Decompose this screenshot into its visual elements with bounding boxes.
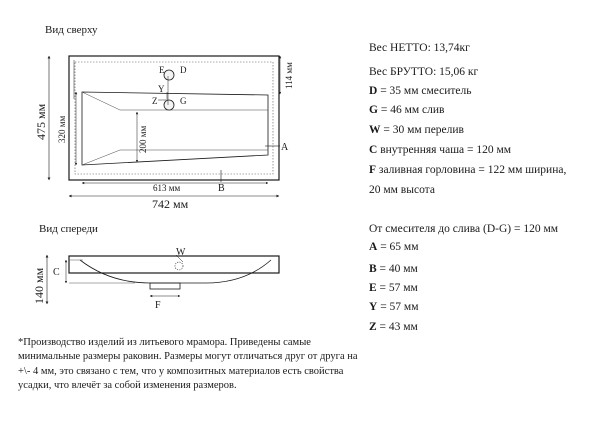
front-view-title: Вид спереди bbox=[39, 223, 98, 235]
top-view-title: Вид сверху bbox=[45, 24, 98, 36]
spec-value: = 57 мм bbox=[377, 301, 419, 313]
spec-key: Y bbox=[369, 301, 378, 313]
spec-f-continued: 20 мм высота bbox=[369, 184, 435, 196]
bowl-slope-upper bbox=[81, 91, 268, 111]
dim-742: 742 мм bbox=[152, 197, 189, 211]
spec-key: W bbox=[369, 124, 381, 136]
basin-outline-front bbox=[68, 255, 280, 274]
label-b: B bbox=[218, 183, 225, 194]
dim-613: 613 мм bbox=[153, 183, 180, 193]
bowl-slope-lower bbox=[81, 149, 268, 166]
dim-320: 320 мм bbox=[57, 116, 67, 143]
label-y: Y bbox=[158, 84, 165, 94]
spec-value: заливная горловина = 122 мм ширина, bbox=[376, 164, 567, 176]
spec-key: E bbox=[369, 282, 377, 294]
spec-value: внутренняя чаша = 120 мм bbox=[377, 144, 512, 156]
label-d: D bbox=[180, 65, 187, 75]
basin-inner-edge bbox=[74, 61, 274, 175]
label-g: G bbox=[180, 96, 187, 106]
spec-a: A = 65 мм bbox=[369, 240, 418, 255]
dim-114: 114 мм bbox=[284, 62, 294, 89]
bowl-outline bbox=[81, 91, 269, 166]
label-e: E bbox=[159, 65, 165, 75]
dim-140: 140 мм bbox=[32, 267, 46, 304]
spec-value: = 30 мм перелив bbox=[380, 124, 464, 136]
spec-key: C bbox=[369, 144, 378, 156]
spec-value: = 46 мм слив bbox=[377, 104, 445, 116]
basin-outline-top bbox=[68, 55, 280, 181]
spec-c: C внутренняя чаша = 120 мм bbox=[369, 143, 511, 158]
gross-weight: Вес БРУТТО: 15,06 кг bbox=[369, 66, 479, 78]
spec-value: = 43 мм bbox=[376, 321, 418, 333]
spec-key: Z bbox=[369, 321, 377, 333]
footnote: *Производство изделий из литьевого мрамо… bbox=[18, 337, 358, 392]
drain-hole bbox=[163, 99, 175, 111]
label-a: A bbox=[281, 142, 289, 153]
spec-y: Y = 57 мм bbox=[369, 300, 418, 315]
spec-g: G = 46 мм слив bbox=[369, 103, 444, 118]
spec-f: F заливная горловина = 122 мм ширина, bbox=[369, 163, 566, 178]
spec-key: D bbox=[369, 85, 378, 97]
overflow-hole bbox=[174, 261, 184, 271]
dim-200: 200 мм bbox=[138, 126, 148, 153]
spec-key: G bbox=[369, 104, 378, 116]
spec-z: Z = 43 мм bbox=[369, 320, 418, 335]
label-z: Z bbox=[152, 96, 158, 106]
spec-value: = 65 мм bbox=[377, 241, 419, 253]
spec-w: W = 30 мм перелив bbox=[369, 123, 464, 138]
spec-key: B bbox=[369, 263, 377, 275]
label-f: F bbox=[155, 300, 161, 311]
mixer-hole bbox=[163, 69, 175, 81]
mixer-to-drain: От смесителя до слива (D-G) = 120 мм bbox=[369, 223, 559, 235]
spec-value: = 35 мм смеситель bbox=[377, 85, 472, 97]
label-w: W bbox=[176, 247, 186, 258]
net-weight: Вес НЕТТО: 13,74кг bbox=[369, 42, 470, 54]
label-c: C bbox=[53, 267, 60, 278]
spec-value: = 57 мм bbox=[376, 282, 418, 294]
bowl-profile bbox=[79, 259, 272, 284]
filler-neck bbox=[149, 282, 181, 290]
spec-key: A bbox=[369, 241, 378, 253]
top-view: E D Y Z G 475 мм 320 мм 200 мм 114 мм 61… bbox=[34, 55, 294, 211]
front-view: 140 мм C W F bbox=[32, 247, 280, 311]
spec-d: D = 35 мм смеситель bbox=[369, 84, 472, 99]
spec-key: F bbox=[369, 164, 377, 176]
w-leader bbox=[175, 254, 184, 263]
spec-b: B = 40 мм bbox=[369, 262, 418, 277]
spec-value: = 40 мм bbox=[376, 263, 418, 275]
dim-475: 475 мм bbox=[34, 103, 48, 140]
spec-e: E = 57 мм bbox=[369, 281, 418, 296]
